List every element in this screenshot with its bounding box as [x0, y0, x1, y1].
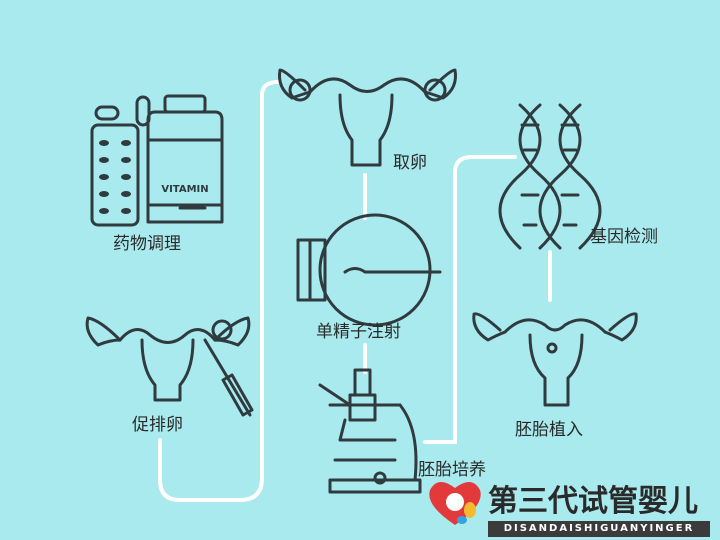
icsi-egg-icon: [296, 213, 442, 327]
label-icsi: 单精子注射: [316, 322, 401, 342]
label-genetic-testing: 基因检测: [590, 227, 658, 247]
logo-subtitle: DISANDAISHIGUANYINGER: [488, 521, 710, 537]
label-embryo-transfer: 胚胎植入: [515, 420, 583, 440]
dna-icon: [498, 103, 602, 250]
connector-ovulation-to-retrieval: [158, 80, 280, 502]
microscope-icon: [318, 368, 422, 494]
label-embryo-culture: 胚胎培养: [418, 460, 486, 480]
uterus-retrieval-icon: [278, 68, 457, 167]
logo-icon: [429, 481, 481, 525]
label-egg-retrieval: 取卵: [393, 153, 427, 173]
logo-title: 第三代试管婴儿: [488, 484, 698, 519]
label-medication: 药物调理: [113, 234, 181, 254]
vitamin-label: VITAMIN: [161, 184, 208, 195]
medication-icon: [90, 94, 224, 227]
uterus-transfer-icon: [472, 312, 638, 407]
connector-culture-to-testing: [423, 155, 517, 444]
label-ovulation: 促排卵: [132, 415, 183, 435]
uterus-ovulation-icon: [85, 316, 254, 417]
